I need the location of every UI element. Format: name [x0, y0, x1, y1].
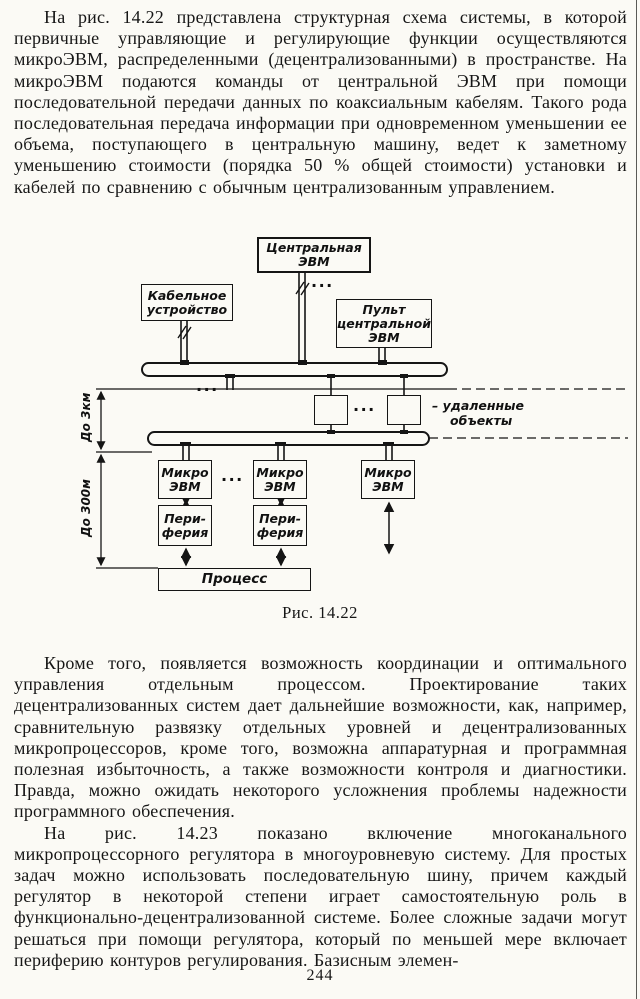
box-label-line: Процесс	[201, 570, 268, 587]
bus-lower	[147, 431, 430, 446]
box-label-line: Кабельное	[147, 287, 227, 303]
remote-objects-label: – удаленные объекты	[432, 398, 524, 428]
box-central-console: Пульт центральной ЭВМ	[336, 299, 432, 348]
label-line: объекты	[450, 413, 513, 428]
break-ticks	[177, 281, 310, 340]
paragraph-text: На рис. 14.22 представлена структурная с…	[14, 7, 627, 197]
figure-caption: Рис. 14.22	[282, 603, 358, 622]
ellipsis-marks: ···	[221, 470, 244, 489]
lower-paragraphs: Кроме того, появляется возможность коорд…	[14, 653, 627, 971]
page-number: 244	[306, 967, 334, 984]
paragraph-text: На рис. 14.23 показано включение многока…	[14, 822, 627, 970]
box-label-line: ЭВМ	[368, 329, 400, 345]
box-label-line: Центральная	[266, 240, 362, 255]
scan-edge-line	[636, 0, 638, 999]
box-cable-device: Кабельное устройство	[141, 284, 233, 321]
box-micro-computer-3: Микро ЭВМ	[361, 460, 415, 499]
box-label-line: ЭВМ	[169, 478, 201, 494]
box-label-line: центральной	[336, 315, 432, 331]
figure-14-22: Центральная ЭВМ Кабельное устройство Пул…	[0, 232, 640, 632]
box-micro-computer-2: Микро ЭВМ	[253, 460, 307, 499]
box-label-line: ЭВМ	[372, 478, 404, 494]
box-remote-object-1	[314, 395, 348, 425]
bus-tap-marks	[180, 360, 408, 446]
box-label-line: устройство	[146, 301, 228, 317]
box-label-line: ЭВМ	[264, 478, 296, 494]
box-label-line: Микро	[161, 464, 209, 480]
serial-bus	[141, 362, 448, 446]
paragraph-intro: На рис. 14.22 представлена структурная с…	[14, 7, 627, 198]
box-micro-computer-1: Микро ЭВМ	[158, 460, 212, 499]
box-label-line: Пери-	[259, 510, 301, 526]
box-remote-object-2	[387, 395, 421, 425]
box-label-line: Пери-	[164, 510, 206, 526]
figure-lines	[96, 273, 628, 569]
box-label-line: ферия	[161, 524, 209, 540]
box-label-line: Микро	[364, 464, 412, 480]
ellipsis-marks: ···	[196, 380, 219, 399]
dimension-label-300m: До 300м	[79, 479, 93, 537]
box-periphery-2: Пери- ферия	[253, 505, 307, 546]
dimension-label-3km: До 3км	[79, 392, 93, 442]
box-label-line: ЭВМ	[298, 254, 330, 269]
box-label-line: Пульт	[362, 301, 406, 317]
box-central-computer: Центральная ЭВМ	[257, 237, 371, 273]
box-process: Процесс	[158, 568, 311, 591]
paragraph-text: Кроме того, появляется возможность коорд…	[14, 653, 627, 822]
box-label-line: Микро	[256, 464, 304, 480]
box-label-line: ферия	[256, 524, 304, 540]
ellipsis-marks: ···	[353, 400, 376, 419]
ellipsis-marks: ···	[311, 276, 334, 295]
label-line: – удаленные	[432, 398, 524, 413]
box-periphery-1: Пери- ферия	[158, 505, 212, 546]
bus-upper	[141, 362, 448, 377]
reference-lines	[96, 388, 628, 569]
flow-arrows	[180, 495, 395, 567]
